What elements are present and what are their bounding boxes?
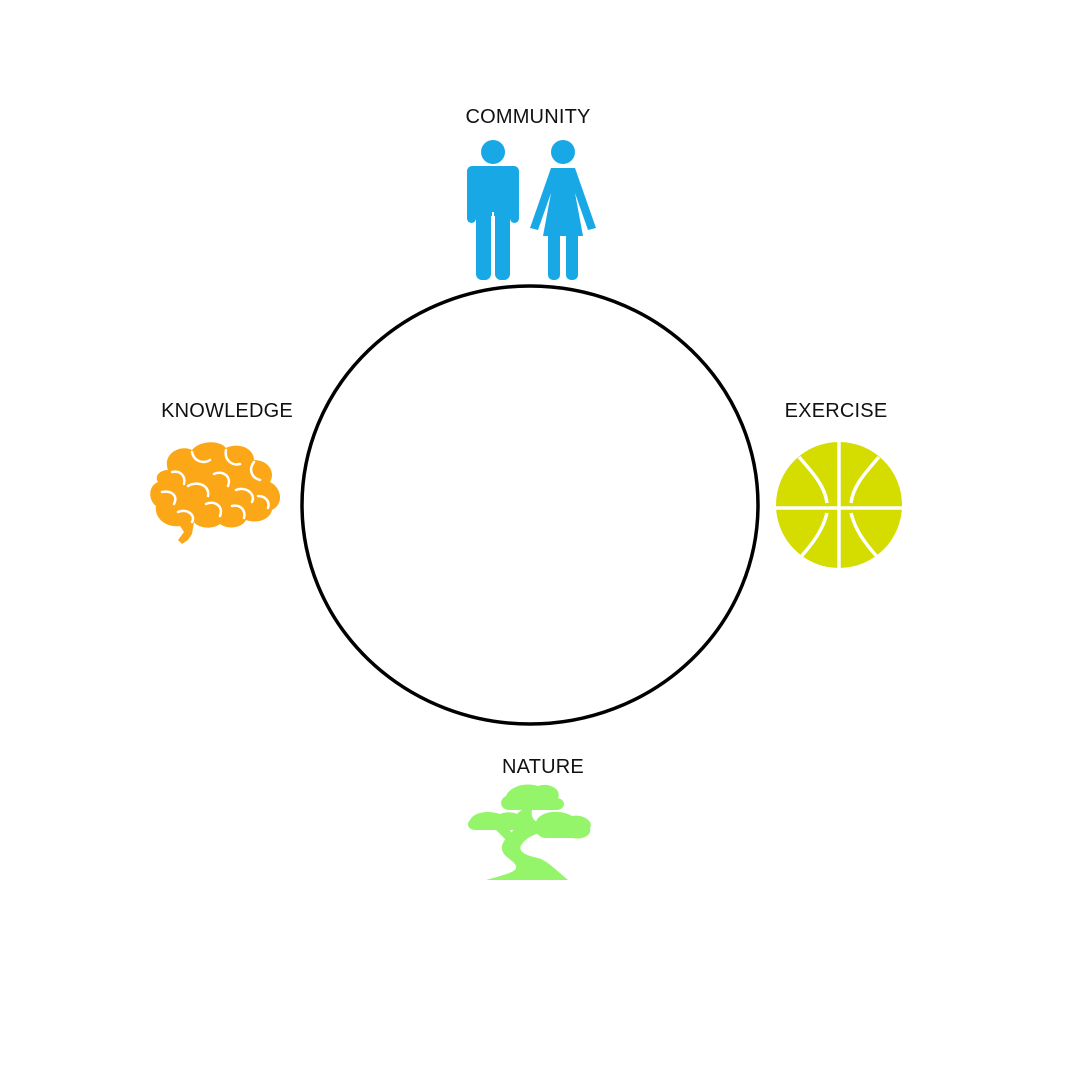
brain-icon: [150, 442, 281, 544]
label-community: COMMUNITY: [465, 106, 591, 128]
label-nature: NATURE: [502, 756, 584, 778]
ring-outline: [300, 284, 760, 726]
label-knowledge: KNOWLEDGE: [161, 400, 293, 422]
label-exercise: EXERCISE: [784, 400, 888, 422]
man-woman-icon: [467, 140, 596, 280]
basketball-icon: [776, 442, 902, 568]
bonsai-tree-icon: [468, 784, 591, 880]
